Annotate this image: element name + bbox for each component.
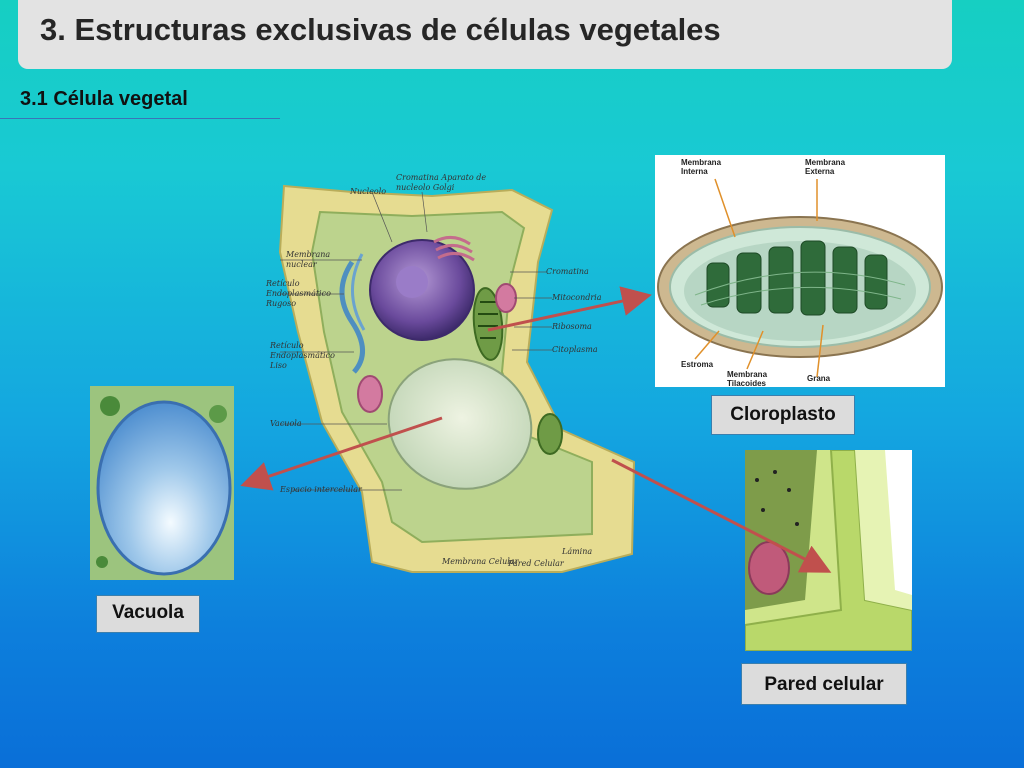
label-reticulo-liso-1: Retículo — [269, 341, 304, 350]
page-title: 3. Estructuras exclusivas de células veg… — [40, 12, 721, 47]
subtitle-underline — [0, 118, 280, 119]
chl-membrana-tilacoides-1: Membrana — [727, 370, 768, 379]
plant-cell-figure: Nucleolo Cromatina Aparato de nucleolo G… — [265, 173, 636, 573]
chl-membrana-tilacoides-2: Tilacoides — [727, 379, 767, 387]
label-vacuola: Vacuola — [96, 595, 200, 633]
label-reticulo-rugoso-1: Retículo — [265, 279, 300, 288]
label-reticulo-rugoso-3: Rugoso — [265, 299, 296, 308]
label-reticulo-liso-2: Endoplasmático — [269, 351, 335, 360]
arrow-to-vacuole — [240, 416, 443, 491]
title-bar: 3. Estructuras exclusivas de células veg… — [18, 0, 952, 69]
label-cromatina-aparato-1: Cromatina Aparato de — [396, 173, 486, 182]
label-reticulo-liso-3: Liso — [269, 361, 287, 370]
label-pared-celular: Pared celular — [741, 663, 907, 705]
label-membrana-nuclear-1: Membrana — [285, 250, 330, 259]
section-subtitle: 3.1 Célula vegetal — [20, 88, 188, 110]
vacuole-figure — [90, 386, 234, 580]
label-membrana-nuclear-2: nuclear — [286, 260, 318, 269]
chl-grana: Grana — [807, 374, 831, 383]
label-pared-celular-1: Lámina — [561, 547, 592, 556]
label-espacio-intercelular: Espacio intercelular — [279, 485, 363, 494]
chl-membrana-externa-2: Externa — [805, 167, 835, 176]
label-nucleolo: Nucleolo — [349, 187, 386, 196]
arrow-to-chloroplast — [487, 286, 652, 332]
label-cromatina-aparato-2: nucleolo Golgi — [396, 183, 455, 192]
label-reticulo-rugoso-2: Endoplasmático — [265, 289, 331, 298]
label-ribosoma: Ribosoma — [551, 322, 592, 331]
chl-membrana-interna-2: Interna — [681, 167, 708, 176]
arrow-to-cell-wall — [611, 458, 832, 573]
label-cloroplasto: Cloroplasto — [711, 395, 855, 435]
chl-membrana-externa-1: Membrana — [805, 158, 846, 167]
label-cromatina: Cromatina — [546, 267, 589, 276]
label-vacuola-cell: Vacuola — [270, 419, 302, 428]
label-membrana-celular: Membrana Celular — [441, 557, 520, 566]
label-pared-celular-2: Pared Celular — [507, 559, 565, 568]
chloroplast-figure: Membrana Interna Membrana Externa Estrom… — [655, 155, 945, 387]
label-citoplasma: Citoplasma — [552, 345, 598, 354]
chl-membrana-interna-1: Membrana — [681, 158, 722, 167]
chl-estroma: Estroma — [681, 360, 714, 369]
label-mitocondria: Mitocondria — [551, 293, 602, 302]
